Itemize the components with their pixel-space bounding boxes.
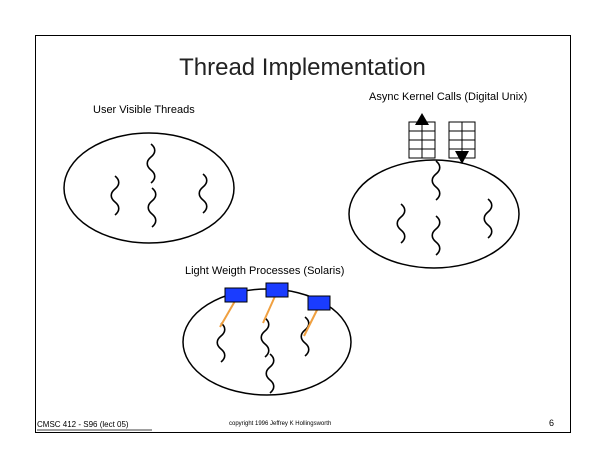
user-thread [147,187,157,228]
async-thread [483,198,493,239]
async-thread [396,203,406,244]
lwp-link [262,293,277,324]
async-process-ellipse [348,159,520,269]
course-footer: CMSC 412 - S96 (lect 05) [37,420,129,429]
user-thread [198,173,208,214]
down-arrow-icon [455,151,469,164]
async-kernel-calls-label: Async Kernel Calls (Digital Unix) [369,91,528,103]
lwp-thread [300,316,310,357]
lwp-thread [260,317,270,358]
user-process-ellipse [63,132,235,244]
kernel-call-stack-up [408,121,436,159]
copyright-footer: copyright 1996 Jeffrey K Hollingsworth [229,421,332,427]
slide-frame [35,35,571,433]
async-thread [431,160,441,201]
lwp-box [307,295,331,311]
lwp-link [303,307,319,337]
lwp-box [224,287,248,303]
user-thread [110,175,120,216]
user-thread [146,143,156,184]
user-visible-threads-label: User Visible Threads [93,104,195,116]
up-arrow-icon [415,113,429,125]
page-title: Thread Implementation [179,54,426,81]
page-number: 6 [549,418,555,428]
lwp-thread [216,322,226,363]
lwp-thread [265,353,275,394]
lwp-box [265,282,289,298]
lwp-link [219,300,236,328]
lwp-label: Light Weigth Processes (Solaris) [185,265,345,277]
async-thread [431,215,441,256]
